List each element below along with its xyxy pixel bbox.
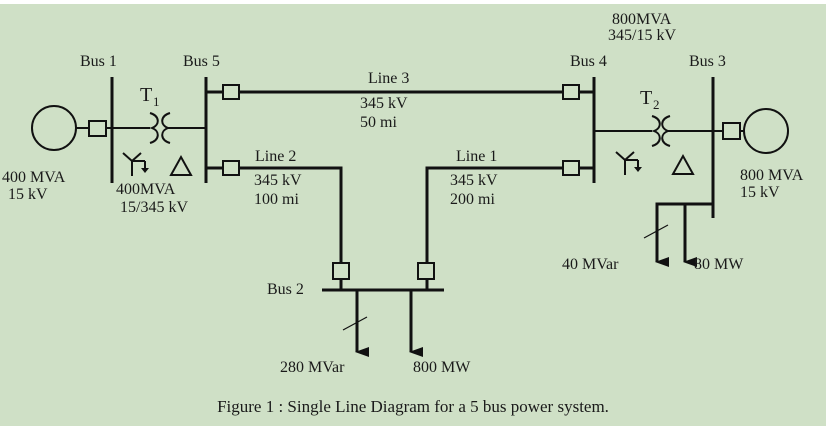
load-bus2-p-label: 800 MW [413, 359, 471, 376]
breaker-gen1 [88, 120, 107, 137]
bus-2-label: Bus 2 [267, 281, 304, 298]
breaker-line2-bus2 [332, 262, 350, 280]
gen1-rating: 400 MVA [2, 169, 66, 186]
t1-rating: 400MVA [116, 181, 176, 198]
generator-1-symbol [31, 105, 77, 151]
transformer-t1 [112, 112, 206, 176]
t2-primary-coil [651, 115, 661, 147]
bus-1-label: Bus 1 [80, 53, 117, 70]
generator-2 [713, 108, 789, 154]
line-2-length: 100 mi [254, 191, 299, 208]
bus-5-label: Bus 5 [183, 53, 220, 70]
transformer-t2 [594, 115, 713, 175]
figure-caption: Figure 1 : Single Line Diagram for a 5 b… [217, 397, 609, 416]
t1-primary-coil [149, 112, 159, 144]
t1-name: T [140, 84, 152, 106]
gen2-rating: 800 MVA [740, 167, 804, 184]
bus-3-label: Bus 3 [689, 53, 726, 70]
bus-4-label: Bus 4 [570, 53, 607, 70]
t2-ratio: 345/15 kV [608, 27, 676, 44]
line-3 [206, 84, 594, 100]
line-2-voltage: 345 kV [254, 172, 302, 189]
breaker-gen2 [722, 122, 741, 140]
wye-grounded-icon [615, 151, 642, 175]
line-1-length: 200 mi [450, 191, 495, 208]
breaker-line2-bus5 [222, 160, 240, 176]
t2-subscript: 2 [653, 97, 660, 112]
generator-2-symbol [743, 108, 789, 154]
load-bus3 [643, 202, 713, 267]
line-3-label: Line 3 [368, 70, 409, 87]
t1-ratio: 15/345 kV [120, 199, 188, 216]
line-3-length: 50 mi [360, 114, 397, 131]
t2-rating: 800MVA [612, 11, 672, 28]
line-1-voltage: 345 kV [450, 172, 498, 189]
breaker-line1-bus2 [417, 262, 435, 280]
load-bus2-q-label: 280 MVar [280, 359, 345, 376]
line-1 [417, 160, 594, 290]
line-1-label: Line 1 [456, 148, 497, 165]
delta-icon [169, 154, 193, 176]
wye-grounded-icon [122, 152, 149, 176]
line-3-voltage: 345 kV [360, 95, 408, 112]
load-bus2-q [342, 290, 369, 357]
breaker-line3-bus4 [562, 84, 580, 100]
line-2 [206, 160, 350, 290]
gen1-voltage: 15 kV [8, 186, 48, 203]
t2-name: T [640, 87, 652, 109]
t1-subscript: 1 [153, 94, 160, 109]
line-2-label: Line 2 [255, 148, 296, 165]
generator-1 [31, 105, 112, 151]
load-bus3-q-label: 40 MVar [562, 256, 619, 273]
load-bus3-p-label: 80 MW [694, 256, 744, 273]
delta-icon [671, 153, 695, 175]
breaker-line3-bus5 [222, 84, 240, 100]
load-bus3-q [655, 202, 713, 267]
breaker-line1-bus4 [562, 160, 580, 176]
gen2-voltage: 15 kV [740, 184, 780, 201]
